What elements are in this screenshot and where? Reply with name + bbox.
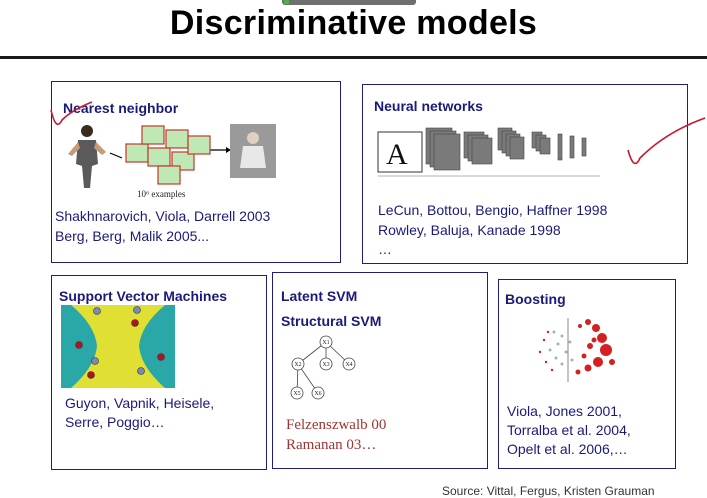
- neural-networks-ref-1: LeCun, Bottou, Bengio, Haffner 1998: [378, 202, 608, 218]
- boosting-ref-2: Torralba et al. 2004,: [507, 422, 631, 438]
- structural-svm-heading: Structural SVM: [281, 313, 382, 329]
- nearest-neighbor-ref-1: Shakhnarovich, Viola, Darrell 2003: [55, 208, 271, 224]
- boosting-box: [498, 279, 676, 469]
- neural-networks-ref-3: …: [378, 241, 392, 257]
- slide-title: Discriminative models: [169, 4, 538, 42]
- slide-footer-source: Source: Vittal, Fergus, Kristen Grauman: [442, 484, 655, 498]
- boosting-heading: Boosting: [505, 291, 566, 307]
- presentation-toolbar: [282, 0, 416, 5]
- latent-svm-ref-1: Felzenszwalb 00: [286, 417, 387, 433]
- person-figure: [68, 125, 106, 188]
- node-x2: X2: [294, 362, 301, 368]
- node-x1: X1: [322, 340, 329, 346]
- nearest-neighbor-box: [51, 81, 341, 263]
- graphical-model-tree: X1 X2 X3 X4 X5 X6: [290, 335, 356, 400]
- neural-networks-box: [362, 84, 688, 264]
- svm-heading: Support Vector Machines: [59, 288, 228, 304]
- examples-caption: 10⁶ examples: [137, 189, 186, 199]
- node-x5: X5: [293, 391, 300, 397]
- nearest-neighbor-ref-2: Berg, Berg, Malik 2005...: [55, 228, 210, 244]
- nearest-neighbor-illustration: [68, 124, 276, 188]
- latent-svm-heading: Latent SVM: [281, 288, 358, 304]
- node-x3: X3: [322, 362, 329, 368]
- latent-svm-box: [272, 272, 488, 469]
- svm-margin-illustration: [61, 305, 175, 388]
- boosting-ref-3: Opelt et al. 2006,…: [507, 441, 628, 457]
- boosting-illustration: [538, 318, 615, 382]
- boosting-ref-1: Viola, Jones 2001,: [507, 403, 622, 419]
- svm-ref-1: Guyon, Vapnik, Heisele,: [65, 395, 215, 411]
- recording-indicator: [284, 0, 289, 4]
- svg-text:A: A: [386, 138, 408, 171]
- svm-ref-2: Serre, Poggio…: [65, 414, 165, 430]
- node-x4: X4: [345, 362, 352, 368]
- ink-annotation-checkmark: [627, 117, 706, 165]
- node-x6: X6: [314, 391, 321, 397]
- convnet-diagram: A: [377, 127, 600, 177]
- neural-networks-ref-2: Rowley, Baluja, Kanade 1998: [378, 222, 561, 238]
- ink-annotation-tick: [50, 101, 93, 126]
- title-divider: [0, 56, 707, 59]
- nearest-neighbor-heading: Nearest neighbor: [63, 100, 179, 116]
- latent-svm-ref-2: Ramanan 03…: [286, 437, 377, 453]
- neural-networks-heading: Neural networks: [374, 98, 483, 114]
